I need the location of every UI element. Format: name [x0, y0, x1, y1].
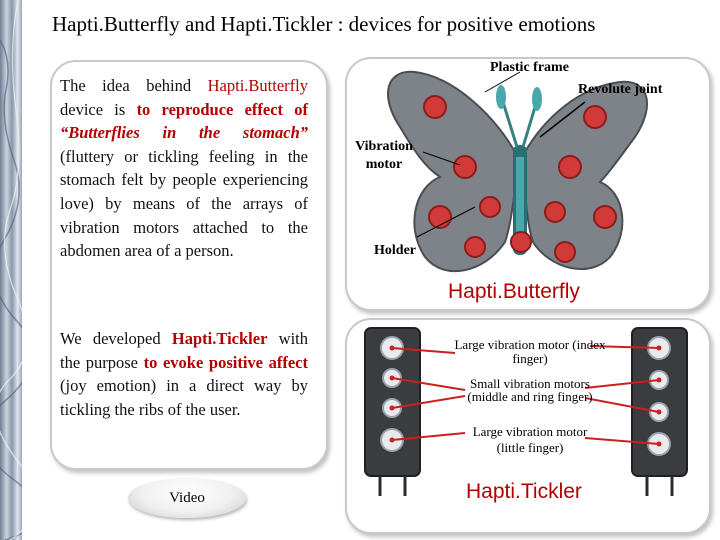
para-highlight: to reproduce effect of [136, 99, 309, 119]
para-text: The idea behind [60, 76, 192, 95]
tickler-description: We developed Hapti.Tickler with the purp… [60, 327, 308, 421]
para-text: We developed [60, 329, 161, 348]
revolute-joint-label: Revolute joint [578, 82, 663, 97]
holder-label: Holder [374, 243, 416, 258]
para-text: device is [60, 99, 126, 119]
para-text: (joy emotion) in a direct way by ticklin… [60, 376, 308, 419]
large-little-label: Large vibration motor (little finger) [472, 424, 588, 455]
butterfly-illustration [387, 70, 648, 273]
para-text: with the purpose [60, 329, 309, 372]
description-panel [50, 60, 328, 470]
marble-side-strip [0, 0, 22, 540]
tickler-illustration [364, 327, 688, 496]
small-middle-label: Small vibration motors (middle and ring … [467, 376, 593, 404]
tickler-caption: Hapti.Tickler [466, 480, 582, 503]
page-title: Hapti.Butterfly and Hapti.Tickler : devi… [52, 12, 596, 36]
para-highlight: Hapti.Butterfly [207, 76, 308, 95]
para-text: (fluttery or tickling feeling in the sto… [60, 146, 308, 261]
large-index-label: Large vibration motor (index finger) [454, 337, 606, 366]
plastic-frame-label: Plastic frame [490, 60, 569, 75]
para-highlight: Hapti.Tickler [171, 329, 268, 348]
para-highlight: “Butterflies in the stomach” [60, 123, 308, 143]
vibration-motor-label: Vibration motor [355, 139, 413, 172]
butterfly-description: The idea behind Hapti.Butterfly device i… [60, 74, 308, 263]
butterfly-caption: Hapti.Butterfly [448, 280, 580, 303]
para-highlight: to evoke positive affect [143, 352, 308, 372]
video-button[interactable]: Video [128, 478, 246, 518]
